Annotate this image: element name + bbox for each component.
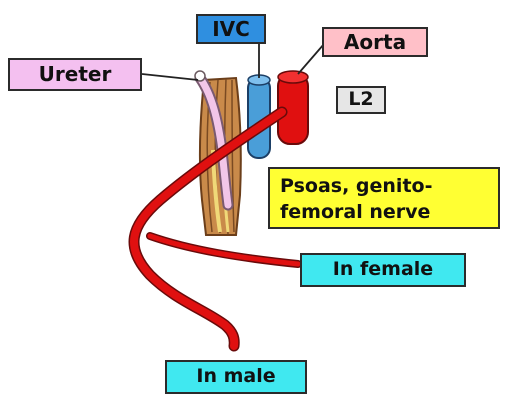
psoas-label-line2: femoral nerve [280, 201, 430, 223]
psoas-genitofemoral-label: Psoas, genito- femoral nerve [268, 167, 500, 229]
ivc-label: IVC [196, 14, 266, 44]
aorta-connector [298, 44, 324, 74]
psoas-label-line1: Psoas, genito- [280, 175, 432, 197]
ureter-connector [142, 74, 198, 80]
in-male-label: In male [165, 360, 307, 394]
aorta-label: Aorta [322, 27, 428, 57]
l2-label: L2 [336, 86, 386, 114]
ureter-label: Ureter [8, 58, 142, 91]
in-female-label: In female [300, 253, 466, 287]
